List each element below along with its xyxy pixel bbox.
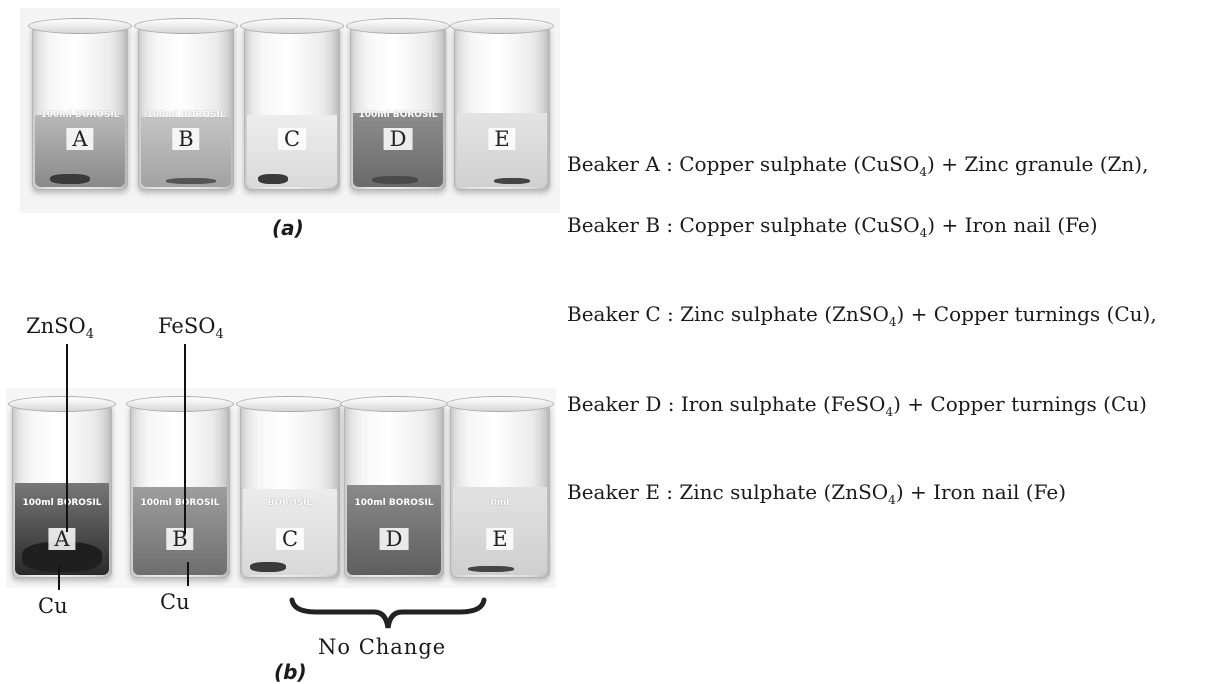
description-beaker-d: Beaker D : Iron sulphate (FeSO4) + Coppe… <box>567 392 1147 419</box>
callout-cu-b: Cu <box>160 590 190 614</box>
beaker-c-photo-a: C <box>240 18 344 190</box>
beaker-label: C <box>277 128 307 150</box>
callout-feso4: FeSO4 <box>158 314 224 343</box>
no-change-label: No Change <box>318 635 447 659</box>
caption-b: (b) <box>274 660 307 684</box>
description-beaker-a: Beaker A : Copper sulphate (CuSO4) + Zin… <box>567 152 1149 179</box>
beaker-a-photo-b: 100ml BOROSIL A <box>8 396 116 578</box>
callout-line-znso4 <box>66 344 68 532</box>
beaker-label: E <box>488 128 516 150</box>
beaker-brand: 100ml BOROSIL <box>140 498 220 508</box>
beaker-label: C <box>275 528 305 550</box>
beaker-brand: 100ml BOROSIL <box>358 110 438 120</box>
beaker-label: D <box>383 128 413 150</box>
beaker-label: B <box>172 128 200 150</box>
beaker-brand: BOROSIL <box>267 498 313 508</box>
beaker-brand: 100ml BOROSIL <box>22 498 102 508</box>
beaker-brand: 100ml BOROSIL <box>354 498 434 508</box>
curly-brace <box>289 597 487 629</box>
callout-line-feso4 <box>184 344 186 534</box>
beaker-e-photo-b: 0ml E <box>446 396 554 578</box>
description-beaker-e: Beaker E : Zinc sulphate (ZnSO4) + Iron … <box>567 480 1067 507</box>
beaker-brand: 100ml BOROSIL <box>40 110 120 120</box>
beaker-a-photo-a: 100ml BOROSIL A <box>28 18 132 190</box>
description-beaker-b: Beaker B : Copper sulphate (CuSO4) + Iro… <box>567 213 1098 240</box>
beaker-label: D <box>379 528 409 550</box>
callout-znso4: ZnSO4 <box>26 314 94 343</box>
beaker-e-photo-a: E <box>450 18 554 190</box>
beaker-b-photo-a: 100ml BOROSIL B <box>134 18 238 190</box>
beaker-label: B <box>166 528 194 550</box>
photo-b: 100ml BOROSIL A 100ml BOROSIL B BOROSIL … <box>6 388 556 588</box>
description-beaker-c: Beaker C : Zinc sulphate (ZnSO4) + Coppe… <box>567 302 1157 329</box>
caption-a: (a) <box>272 216 304 240</box>
beaker-c-photo-b: BOROSIL C <box>236 396 344 578</box>
beaker-label: E <box>486 528 514 550</box>
callout-cu-a: Cu <box>38 594 68 618</box>
beaker-label: A <box>48 528 76 550</box>
callout-line-cu-a <box>58 566 60 590</box>
beaker-d-photo-b: 100ml BOROSIL D <box>340 396 448 578</box>
photo-a: 100ml BOROSIL A 100ml BOROSIL B C 100ml … <box>20 8 560 213</box>
beaker-brand: 100ml BOROSIL <box>146 110 226 120</box>
beaker-d-photo-a: 100ml BOROSIL D <box>346 18 450 190</box>
callout-line-cu-b <box>187 562 189 586</box>
beaker-brand: 0ml <box>490 498 510 508</box>
beaker-label: A <box>66 128 94 150</box>
beaker-b-photo-b: 100ml BOROSIL B <box>126 396 234 578</box>
